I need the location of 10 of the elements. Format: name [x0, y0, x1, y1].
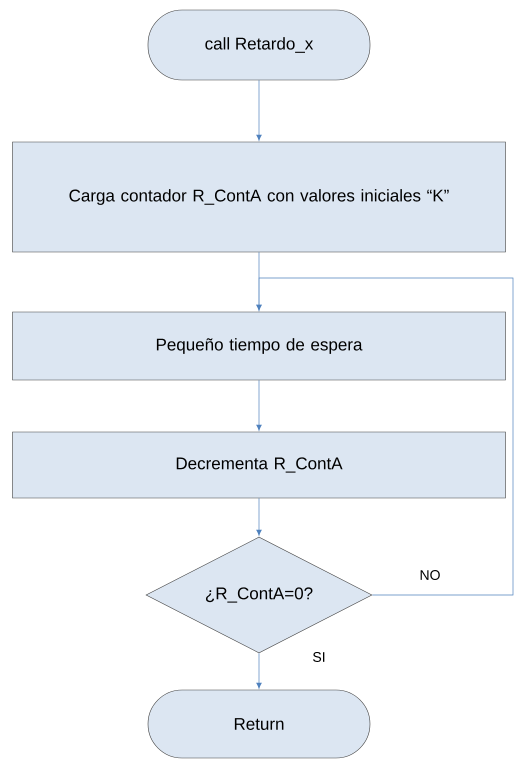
edge-label: NO	[418, 569, 442, 581]
arrow	[256, 278, 514, 596]
edge-label: SI	[311, 651, 327, 663]
arrow	[256, 652, 262, 689]
process-box: Decrementa R_ContA	[12, 432, 506, 498]
process-box: Carga contador R_ContA con valores iniciales “K”	[12, 142, 506, 252]
arrow	[256, 498, 262, 536]
arrow	[256, 380, 262, 431]
process-box: Pequeño tiempo de espera	[12, 312, 506, 380]
arrow	[256, 80, 262, 141]
